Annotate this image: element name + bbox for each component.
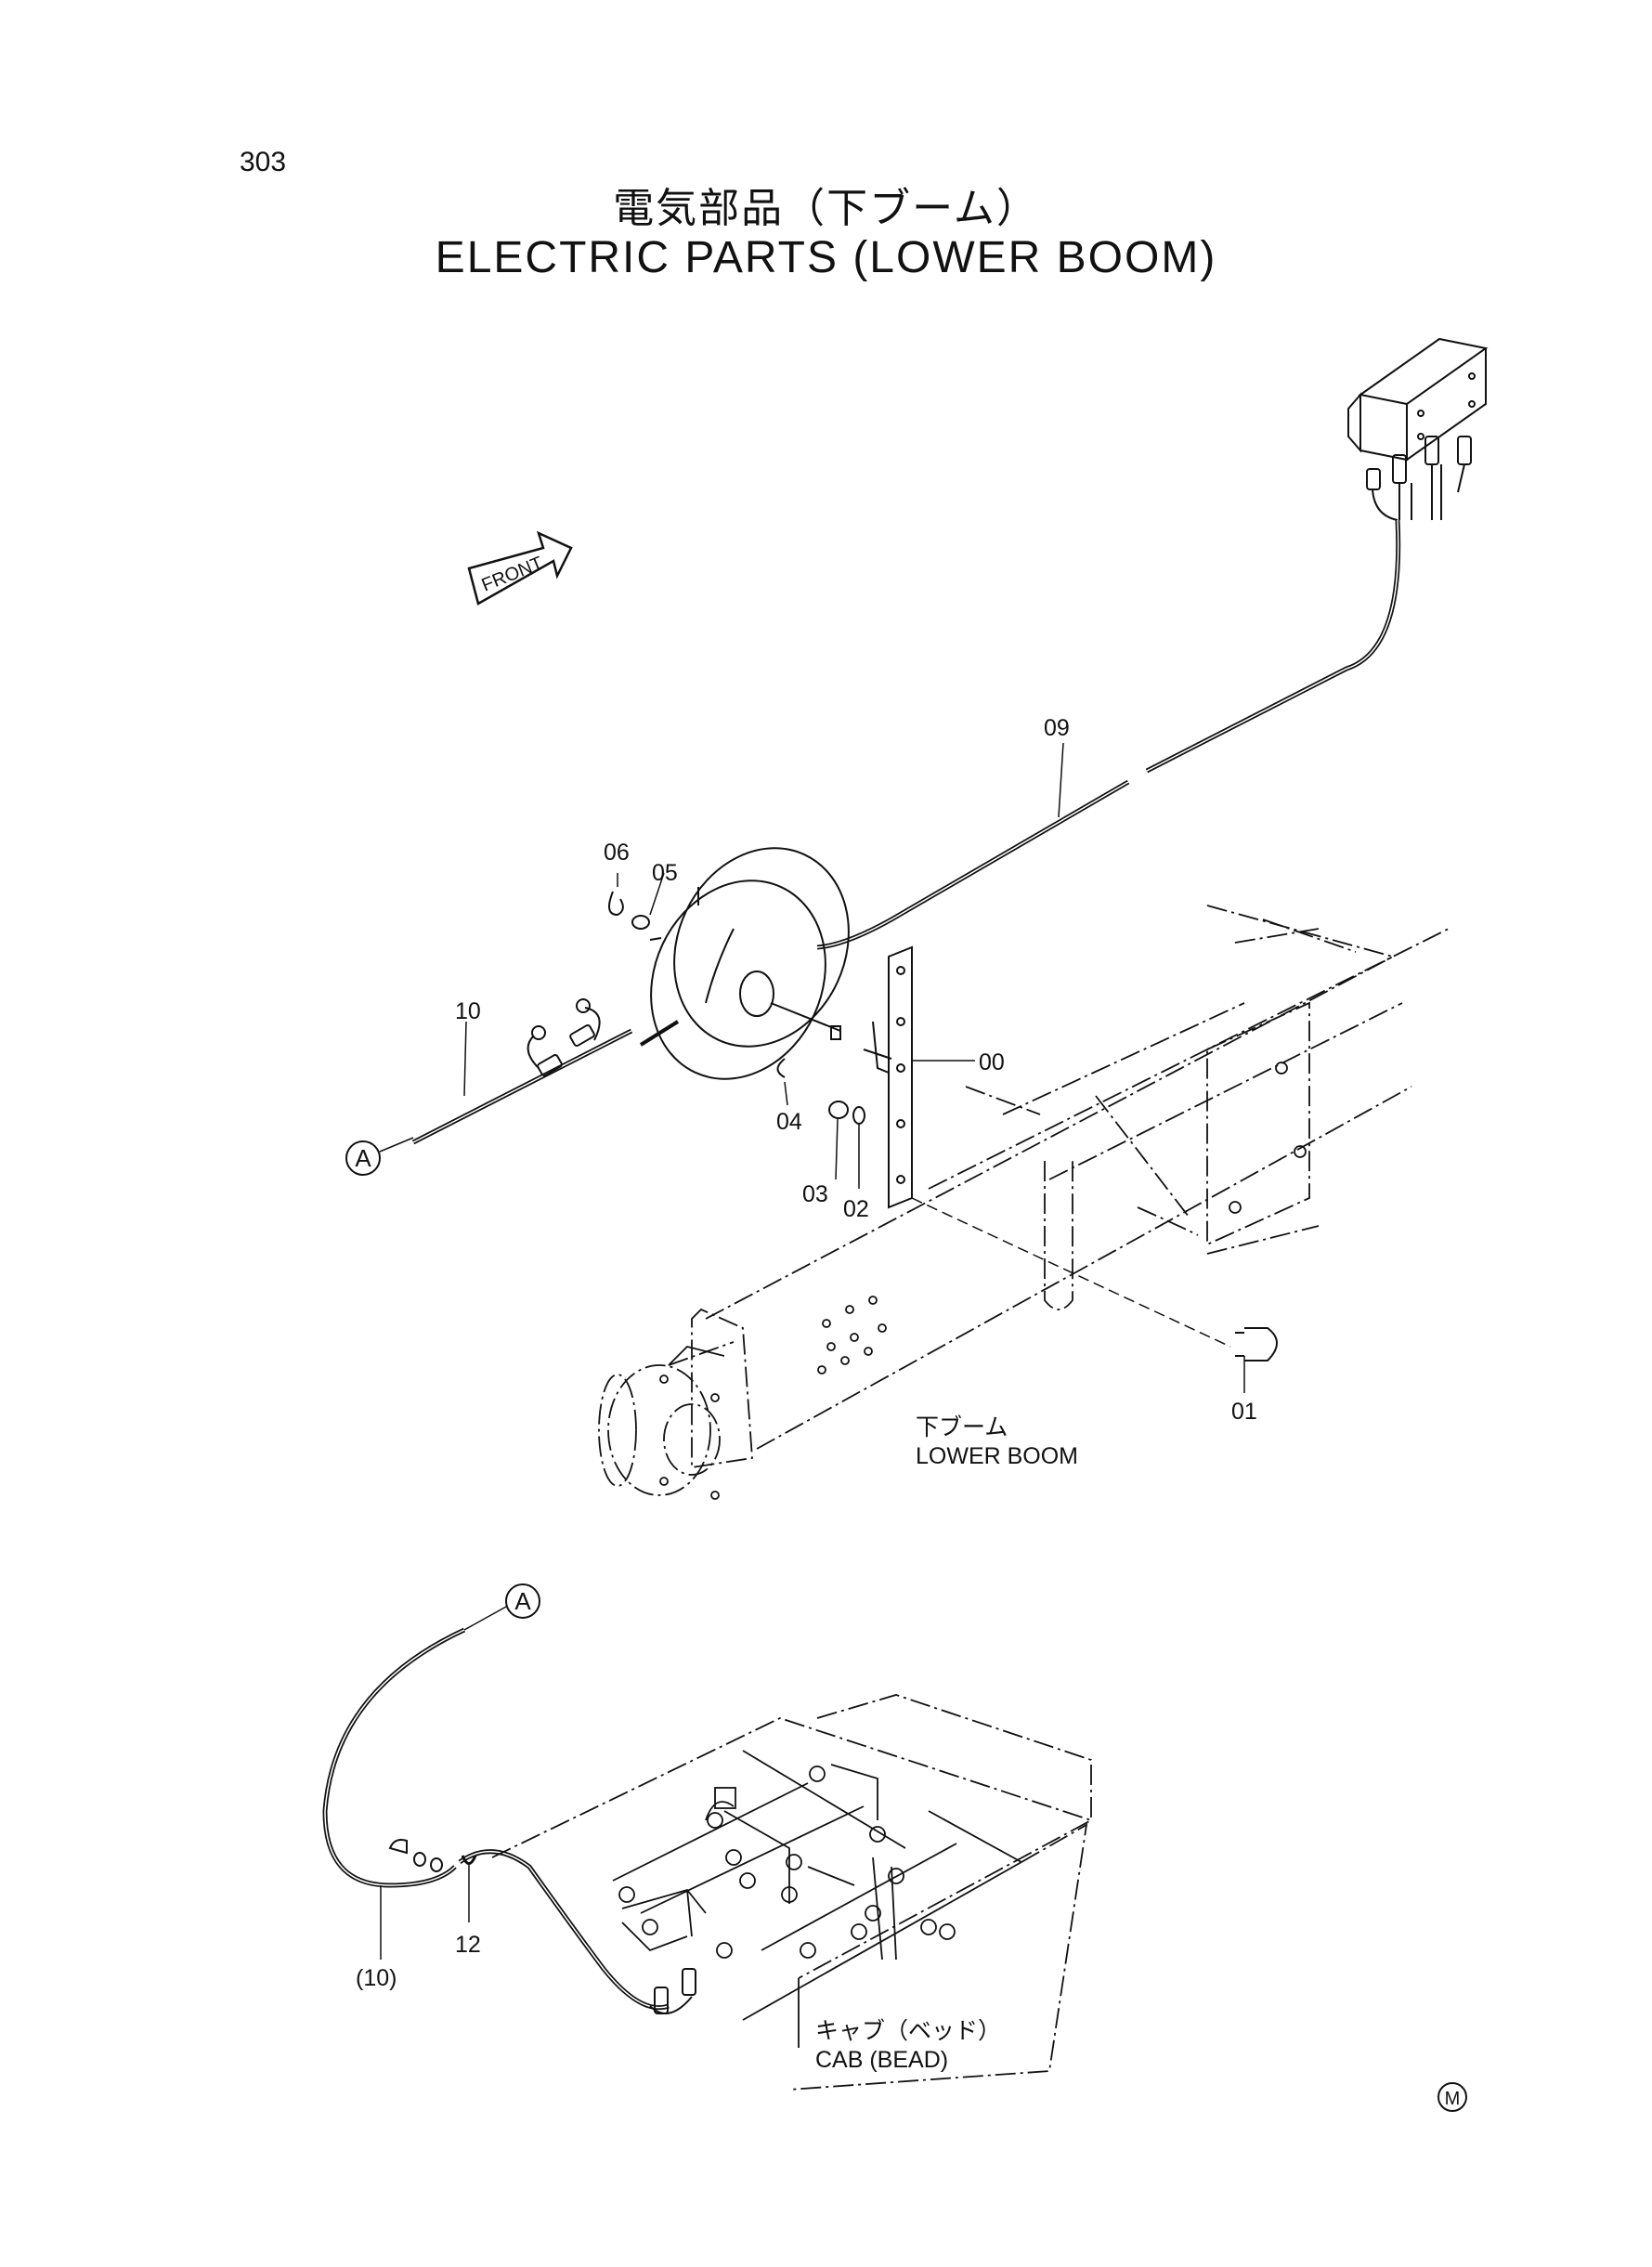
cab-base bbox=[491, 1694, 1094, 2091]
harness-10-lower bbox=[322, 1627, 696, 2014]
part-06-clip bbox=[608, 891, 624, 917]
part-04-pin bbox=[776, 1058, 786, 1078]
callout-05: 05 bbox=[652, 860, 678, 886]
svg-text:A: A bbox=[355, 1144, 371, 1172]
boom-foot bbox=[598, 1296, 887, 1500]
callout-10: 10 bbox=[455, 998, 481, 1024]
callout-04: 04 bbox=[776, 1109, 802, 1135]
connector-a-upper: A bbox=[345, 1137, 414, 1176]
part-05-washer bbox=[631, 915, 650, 930]
lower-boom-caption: 下ブーム LOWER BOOM bbox=[916, 1414, 1078, 1472]
part-02-washer bbox=[852, 1106, 865, 1125]
callout-06: 06 bbox=[604, 840, 630, 866]
callout-02: 02 bbox=[843, 1196, 869, 1222]
callout-10-ref: (10) bbox=[356, 1965, 397, 1991]
svg-text:A: A bbox=[514, 1587, 531, 1615]
svg-text:M: M bbox=[1445, 2089, 1461, 2109]
leader-lines bbox=[463, 742, 1245, 1393]
lower-boom-caption-en: LOWER BOOM bbox=[916, 1443, 1079, 1470]
harness-09 bbox=[1145, 519, 1401, 774]
cab-caption: キャブ（ベッド） CAB (BEAD) bbox=[815, 2017, 1001, 2076]
reel-bracket bbox=[770, 945, 913, 1209]
page-title-english: ELECTRIC PARTS (LOWER BOOM) bbox=[435, 233, 1217, 282]
callout-01: 01 bbox=[1231, 1399, 1257, 1425]
m-mark: M bbox=[1437, 2082, 1467, 2112]
front-arrow: FRONT bbox=[467, 530, 573, 606]
cab-caption-en: CAB (BEAD) bbox=[815, 2047, 949, 2074]
junction-box bbox=[1347, 337, 1489, 462]
callout-03: 03 bbox=[802, 1181, 828, 1207]
harness-10-upper bbox=[411, 998, 633, 1145]
boom-plates bbox=[1044, 1001, 1310, 1310]
connector-a-lower: A bbox=[463, 1583, 540, 1631]
cable-reel bbox=[639, 847, 850, 1080]
small-parts bbox=[608, 891, 1278, 1362]
page-title-japanese: 電気部品（下ブーム） bbox=[613, 185, 1039, 232]
lower-boom bbox=[705, 905, 1450, 1450]
part-01-ubolt bbox=[1244, 1327, 1278, 1362]
callout-09: 09 bbox=[1044, 715, 1070, 741]
cab-caption-jp: キャブ（ベッド） bbox=[815, 2018, 1002, 2044]
lower-boom-caption-jp: 下ブーム bbox=[916, 1414, 1008, 1440]
callout-00: 00 bbox=[979, 1049, 1005, 1075]
page-number: 303 bbox=[240, 147, 287, 177]
box-connectors bbox=[1366, 436, 1472, 521]
callout-12: 12 bbox=[455, 1932, 481, 1958]
part-03-nut bbox=[828, 1101, 849, 1119]
front-arrow-text: FRONT bbox=[479, 553, 546, 595]
